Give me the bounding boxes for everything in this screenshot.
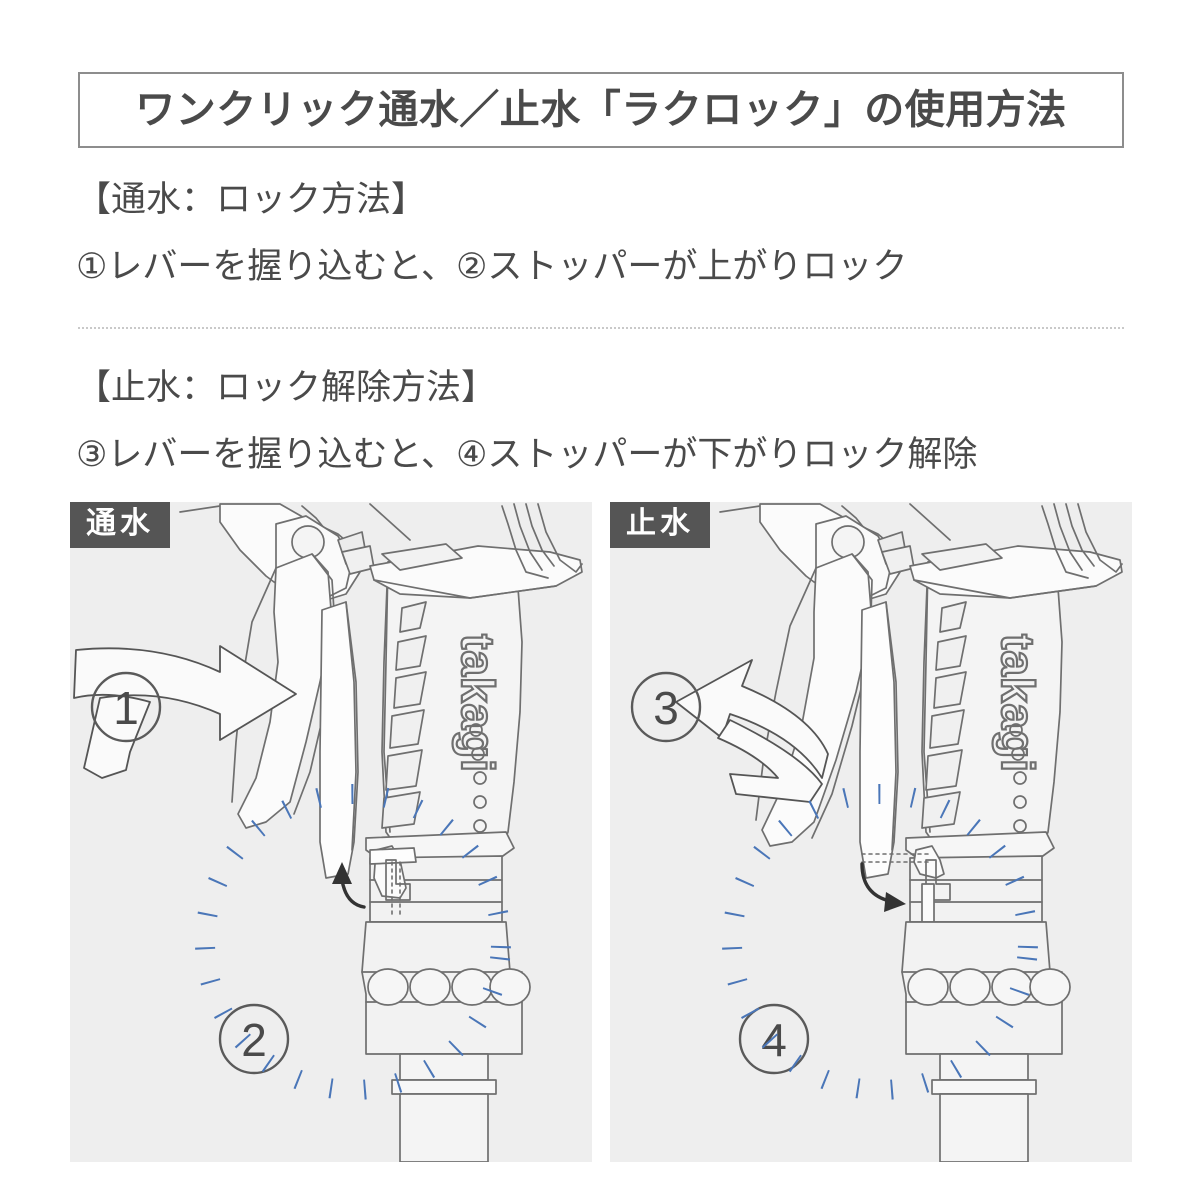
nozzle-illustration-right: 3 4 — [610, 502, 1132, 1162]
instruction-heading-1: 【通水：ロック方法】 — [76, 180, 427, 219]
highlight-circle-right — [722, 784, 1038, 1100]
instruction-block-tsusui: 【通水：ロック方法】 ①レバーを握り込むと、②ストッパーが上がりロック — [76, 182, 907, 284]
page-title: ワンクリック通水／止水「ラクロック」の使用方法 — [135, 88, 1067, 132]
section-divider — [78, 327, 1124, 329]
instruction-line-2: ③レバーを握り込むと、④ストッパーが下がりロック解除 — [76, 435, 978, 474]
page-title-box: ワンクリック通水／止水「ラクロック」の使用方法 — [78, 72, 1124, 148]
instruction-block-shisui: 【止水：ロック解除方法】 ③レバーを握り込むと、④ストッパーが下がりロック解除 — [76, 370, 977, 472]
nozzle-illustration-left: 1 2 — [70, 502, 592, 1162]
step-marker-2: 2 — [241, 1014, 267, 1066]
panel-tsusui: 通水 — [70, 502, 592, 1162]
step-marker-1: 1 — [113, 682, 139, 734]
instruction-heading-2: 【止水：ロック解除方法】 — [76, 368, 497, 407]
illustration-panels: 通水 — [70, 502, 1132, 1162]
brand-logo-right: takagi — [992, 634, 1044, 773]
brand-logo-left: takagi — [452, 634, 504, 773]
panel-badge-tsusui: 通水 — [70, 502, 170, 548]
panel-shisui: 止水 — [610, 502, 1132, 1162]
step-marker-4: 4 — [761, 1014, 787, 1066]
highlight-circle-left — [195, 784, 511, 1100]
panel-badge-shisui: 止水 — [610, 502, 710, 548]
instruction-line-1: ①レバーを握り込むと、②ストッパーが上がりロック — [76, 247, 908, 286]
step-marker-3: 3 — [653, 682, 679, 734]
